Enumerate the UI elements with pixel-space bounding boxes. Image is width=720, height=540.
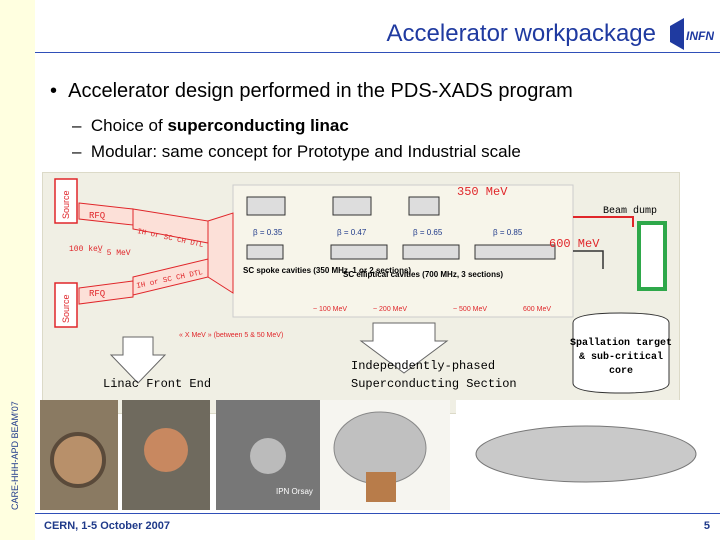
linac-front-end-label: Linac Front End	[103, 377, 211, 391]
title-divider	[35, 52, 720, 53]
energy-350: 350 MeV	[457, 185, 508, 199]
sub-bullet-1-prefix: Choice of	[90, 116, 168, 135]
spallation-line-3: core	[609, 366, 633, 377]
photo-caption: IPN Orsay	[276, 487, 313, 496]
bullet-dot: •	[50, 80, 58, 102]
beam-dump-label: Beam dump	[603, 205, 657, 217]
left-sidebar-strip	[0, 0, 35, 540]
xmev-label: « X MeV » (between 5 & 50 MeV)	[179, 332, 283, 339]
logo-text: INFN	[686, 29, 714, 43]
footer-text: CERN, 1-5 October 2007	[44, 520, 170, 532]
elliptical-label: SC elliptical cavities (700 MHz, 3 secti…	[343, 270, 503, 279]
spallation-line-2: & sub-critical	[579, 351, 663, 363]
section-energy-3: ~ 500 MeV	[453, 306, 487, 313]
beta-3: β = 0.65	[413, 228, 443, 237]
spallation-target	[572, 312, 670, 394]
infn-logo: INFN	[664, 16, 714, 52]
beta-4: β = 0.85	[493, 228, 523, 237]
section-energy-1: ~ 100 MeV	[313, 306, 347, 313]
rfq-label-top: RFQ	[89, 211, 105, 221]
sub-bullet-2-text: Modular: same concept for Prototype and …	[90, 142, 521, 161]
footer-divider	[35, 513, 720, 514]
spoke-label: SC spoke cavities (350 MHz, 1 or 2 secti…	[243, 266, 411, 275]
rfq-bottom	[78, 280, 134, 305]
sc-entry-band	[207, 212, 234, 294]
section-energy-4: 600 MeV	[523, 306, 551, 313]
sub-bullet-1: – Choice of superconducting linac	[72, 116, 349, 135]
indep-line-1: Independently-phased	[351, 359, 495, 373]
cavity-row-bottom	[246, 244, 556, 260]
rfq-label-bottom: RFQ	[89, 289, 105, 299]
main-bullet-text: Accelerator design performed in the PDS-…	[68, 80, 573, 102]
source-label-top: Source	[61, 190, 71, 219]
beam-line-dump	[573, 216, 634, 227]
hardware-photos: IPN Orsay	[36, 400, 716, 510]
source-box-top	[54, 178, 78, 224]
cavity-row-top	[246, 196, 440, 216]
beta-2: β = 0.47	[337, 228, 367, 237]
side-label: CARE-HHH-APD BEAM'07	[10, 401, 20, 510]
energy-5mev: ~ 5 MeV	[97, 249, 131, 258]
page-number: 5	[703, 520, 710, 532]
sub-bullet-1-bold: superconducting linac	[167, 116, 349, 135]
source-label-bottom: Source	[61, 294, 71, 323]
rfq-top	[78, 202, 134, 226]
beam-dump-box	[637, 221, 667, 291]
slide-title: Accelerator workpackage	[386, 20, 656, 47]
sc-section-arrow	[359, 322, 449, 374]
source-box-bottom	[54, 282, 78, 328]
spallation-line-1: Spallation target	[570, 337, 672, 349]
energy-100kev: 100 keV	[69, 245, 103, 254]
main-bullet: • Accelerator design performed in the PD…	[50, 80, 573, 103]
front-end-arrow	[109, 336, 167, 384]
sub-bullet-2: – Modular: same concept for Prototype an…	[72, 142, 521, 161]
linac-diagram: Source Source RFQ RFQ IH or SC CH DTL st…	[42, 172, 680, 414]
section-energy-2: ~ 200 MeV	[373, 306, 407, 313]
beam-line-target	[573, 250, 604, 269]
beta-1: β = 0.35	[253, 228, 283, 237]
indep-line-2: Superconducting Section	[351, 377, 517, 391]
energy-600: 600 MeV	[549, 237, 600, 251]
